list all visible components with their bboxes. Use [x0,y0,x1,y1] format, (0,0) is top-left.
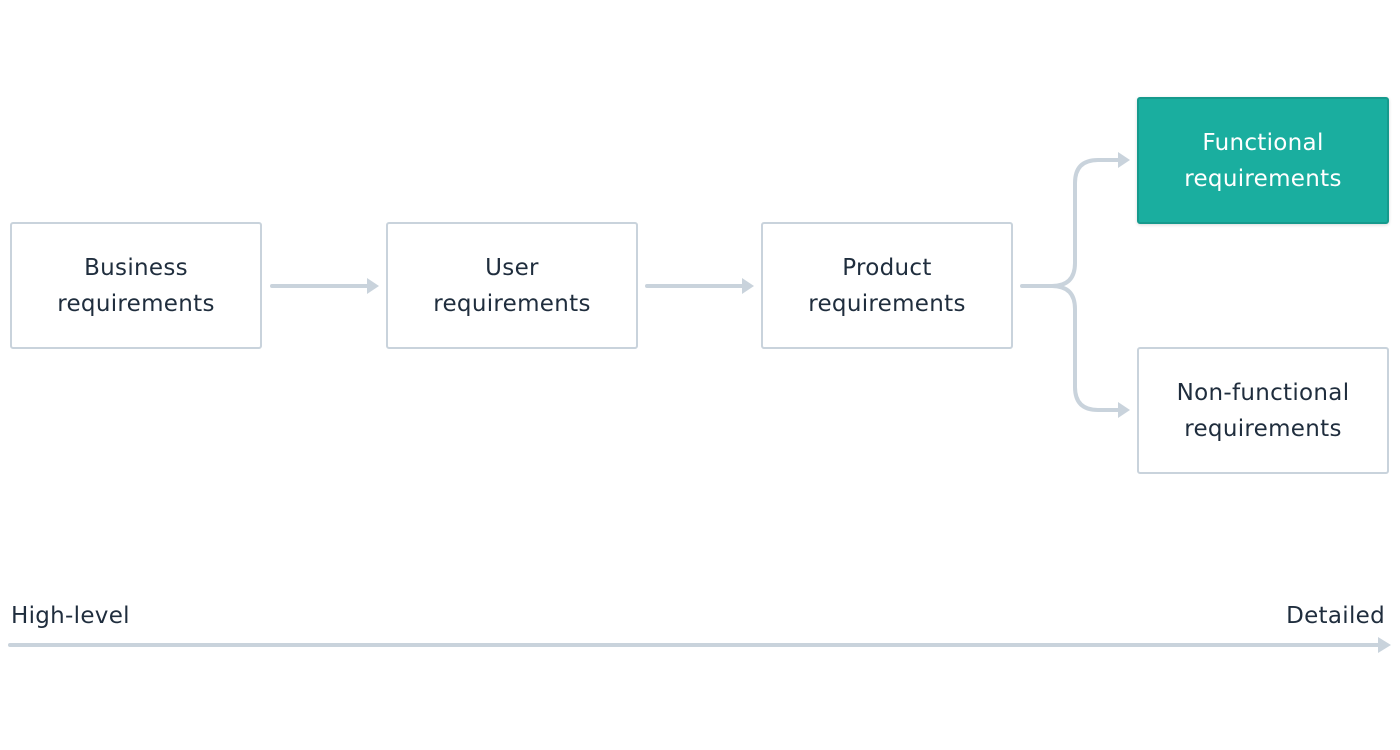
arrowhead-functional [1118,152,1130,168]
node-label-line2: requirements [808,290,966,317]
node-label-line1: Functional [1202,129,1324,156]
node-label: Non-functional requirements [1177,375,1350,447]
arrowhead-nonfunctional [1118,402,1130,418]
arrow-product-to-functional [1020,158,1125,288]
node-label-line1: Non-functional [1176,379,1350,406]
axis-label-high-level: High-level [11,603,130,629]
node-nonfunctional-requirements: Non-functional requirements [1137,347,1389,474]
node-label: Business requirements [57,250,215,322]
node-product-requirements: Product requirements [761,222,1013,349]
arrowhead-product [742,278,754,294]
node-user-requirements: User requirements [386,222,638,349]
node-label-line1: User [485,254,539,281]
node-label-line2: requirements [433,290,591,317]
node-label-line2: requirements [1184,165,1342,192]
node-label-line1: Product [842,254,932,281]
node-label: User requirements [433,250,591,322]
node-label: Functional requirements [1184,125,1342,197]
arrow-product-to-nonfunctional [1050,284,1125,412]
axis-label-detailed: Detailed [1286,603,1385,629]
node-label-line1: Business [84,254,188,281]
node-label: Product requirements [808,250,966,322]
node-label-line2: requirements [57,290,215,317]
node-business-requirements: Business requirements [10,222,262,349]
axis-arrowhead [1378,637,1391,653]
arrowhead-user [367,278,379,294]
node-label-line2: requirements [1184,415,1342,442]
node-functional-requirements: Functional requirements [1137,97,1389,224]
